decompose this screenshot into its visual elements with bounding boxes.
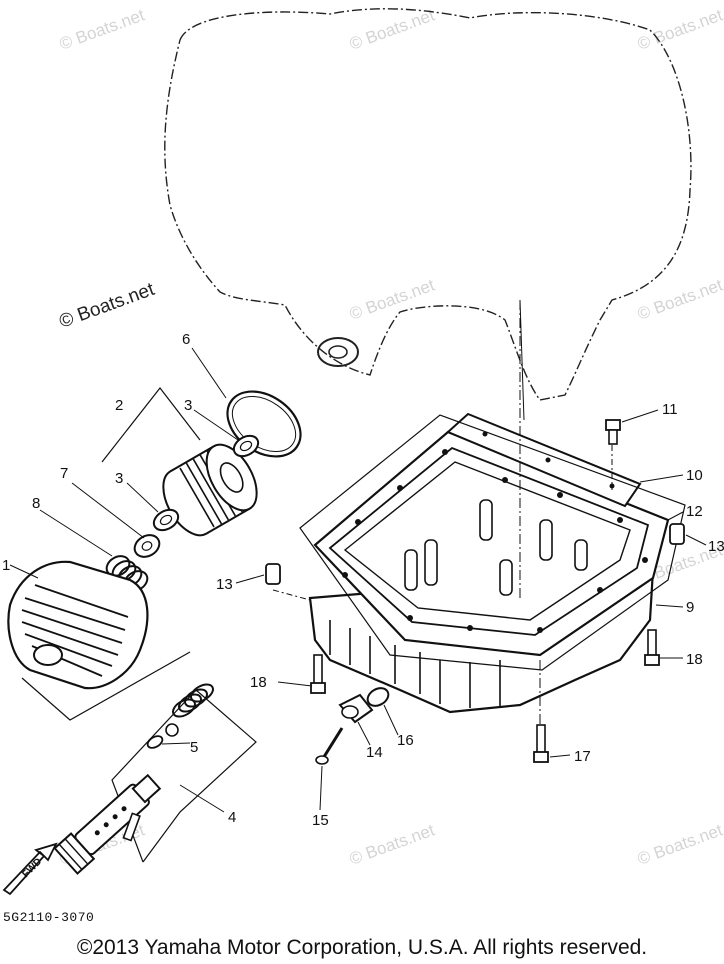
callout-12: 12 [686,503,703,520]
callout-6: 6 [182,331,190,348]
callout-5: 5 [190,739,198,756]
callout-11: 11 [662,401,678,418]
oil-filter-mount-center [328,345,348,359]
watermark-5: © Boats.net [635,275,724,323]
callout-4: 4 [228,809,236,826]
washer-7 [133,534,161,558]
washer-3-lower-hole [159,514,173,526]
dowel-pin-13-left [265,563,281,585]
callout-18-left: 18 [250,674,267,691]
watermark-3: © Boats.net [635,5,724,53]
gasket-10-holes [482,431,615,489]
drain-plug-14 [338,693,374,724]
washer-7-hole [141,541,153,551]
callout-9: 9 [686,599,694,616]
callout-1: 1 [2,557,10,574]
centerline-13-left [272,589,311,601]
callout-14: 14 [366,744,383,761]
bolt-11 [605,419,621,445]
callout-18-right: 18 [686,651,703,668]
diagram-code: 5G2110-3070 [3,910,95,925]
o-ring-5 [146,735,164,749]
bracket-1 [21,651,191,721]
watermark-4: © Boats.net [347,275,437,323]
callout-10: 10 [686,467,703,484]
watermark-dark: © Boats.net [57,279,158,333]
gasket-12 [299,414,686,671]
oil-filter-mount-boss [317,337,359,367]
washer-3-lower [152,508,180,532]
union-bolt [53,773,162,875]
callout-15: 15 [312,812,329,829]
bolt-18-left [310,654,326,694]
watermark-2: © Boats.net [347,5,437,53]
oil-filter-cover [7,560,149,690]
callouts: 1 2 3 3 4 5 6 7 8 9 10 11 12 13 13 14 15… [2,331,724,829]
bracket-2 [101,387,201,463]
pin [122,812,141,842]
bracket-4 [111,689,257,863]
relief-spring [172,683,214,718]
callout-8: 8 [32,495,40,512]
relief-ball [165,723,179,737]
callout-17: 17 [574,748,591,765]
watermark-1: © Boats.net [57,5,147,53]
screw-15 [315,727,344,765]
watermark-8: © Boats.net [347,820,437,868]
fwd-arrow: FWD [2,842,58,896]
leader-lines [9,299,707,813]
watermark-9: © Boats.net [635,820,724,868]
callout-13-left: 13 [216,576,233,593]
callout-13-right: 13 [708,538,724,555]
bolt-17 [533,724,549,763]
callout-2: 2 [115,397,123,414]
watermarks: © Boats.net © Boats.net © Boats.net © Bo… [57,5,724,868]
callout-16: 16 [397,732,414,749]
washer-3-upper-hole [239,440,253,452]
bolt-18-right [644,629,660,666]
copyright-notice: ©2013 Yamaha Motor Corporation, U.S.A. A… [76,936,648,959]
dowel-pin-13-right [669,523,685,545]
callout-3-lower: 3 [115,470,123,487]
gasket-16 [366,687,390,707]
callout-3-upper: 3 [184,397,192,414]
callout-7: 7 [60,465,68,482]
gasket-10 [446,412,642,508]
engine-crankcase-outline [164,8,692,401]
washer-3-upper [232,434,260,458]
